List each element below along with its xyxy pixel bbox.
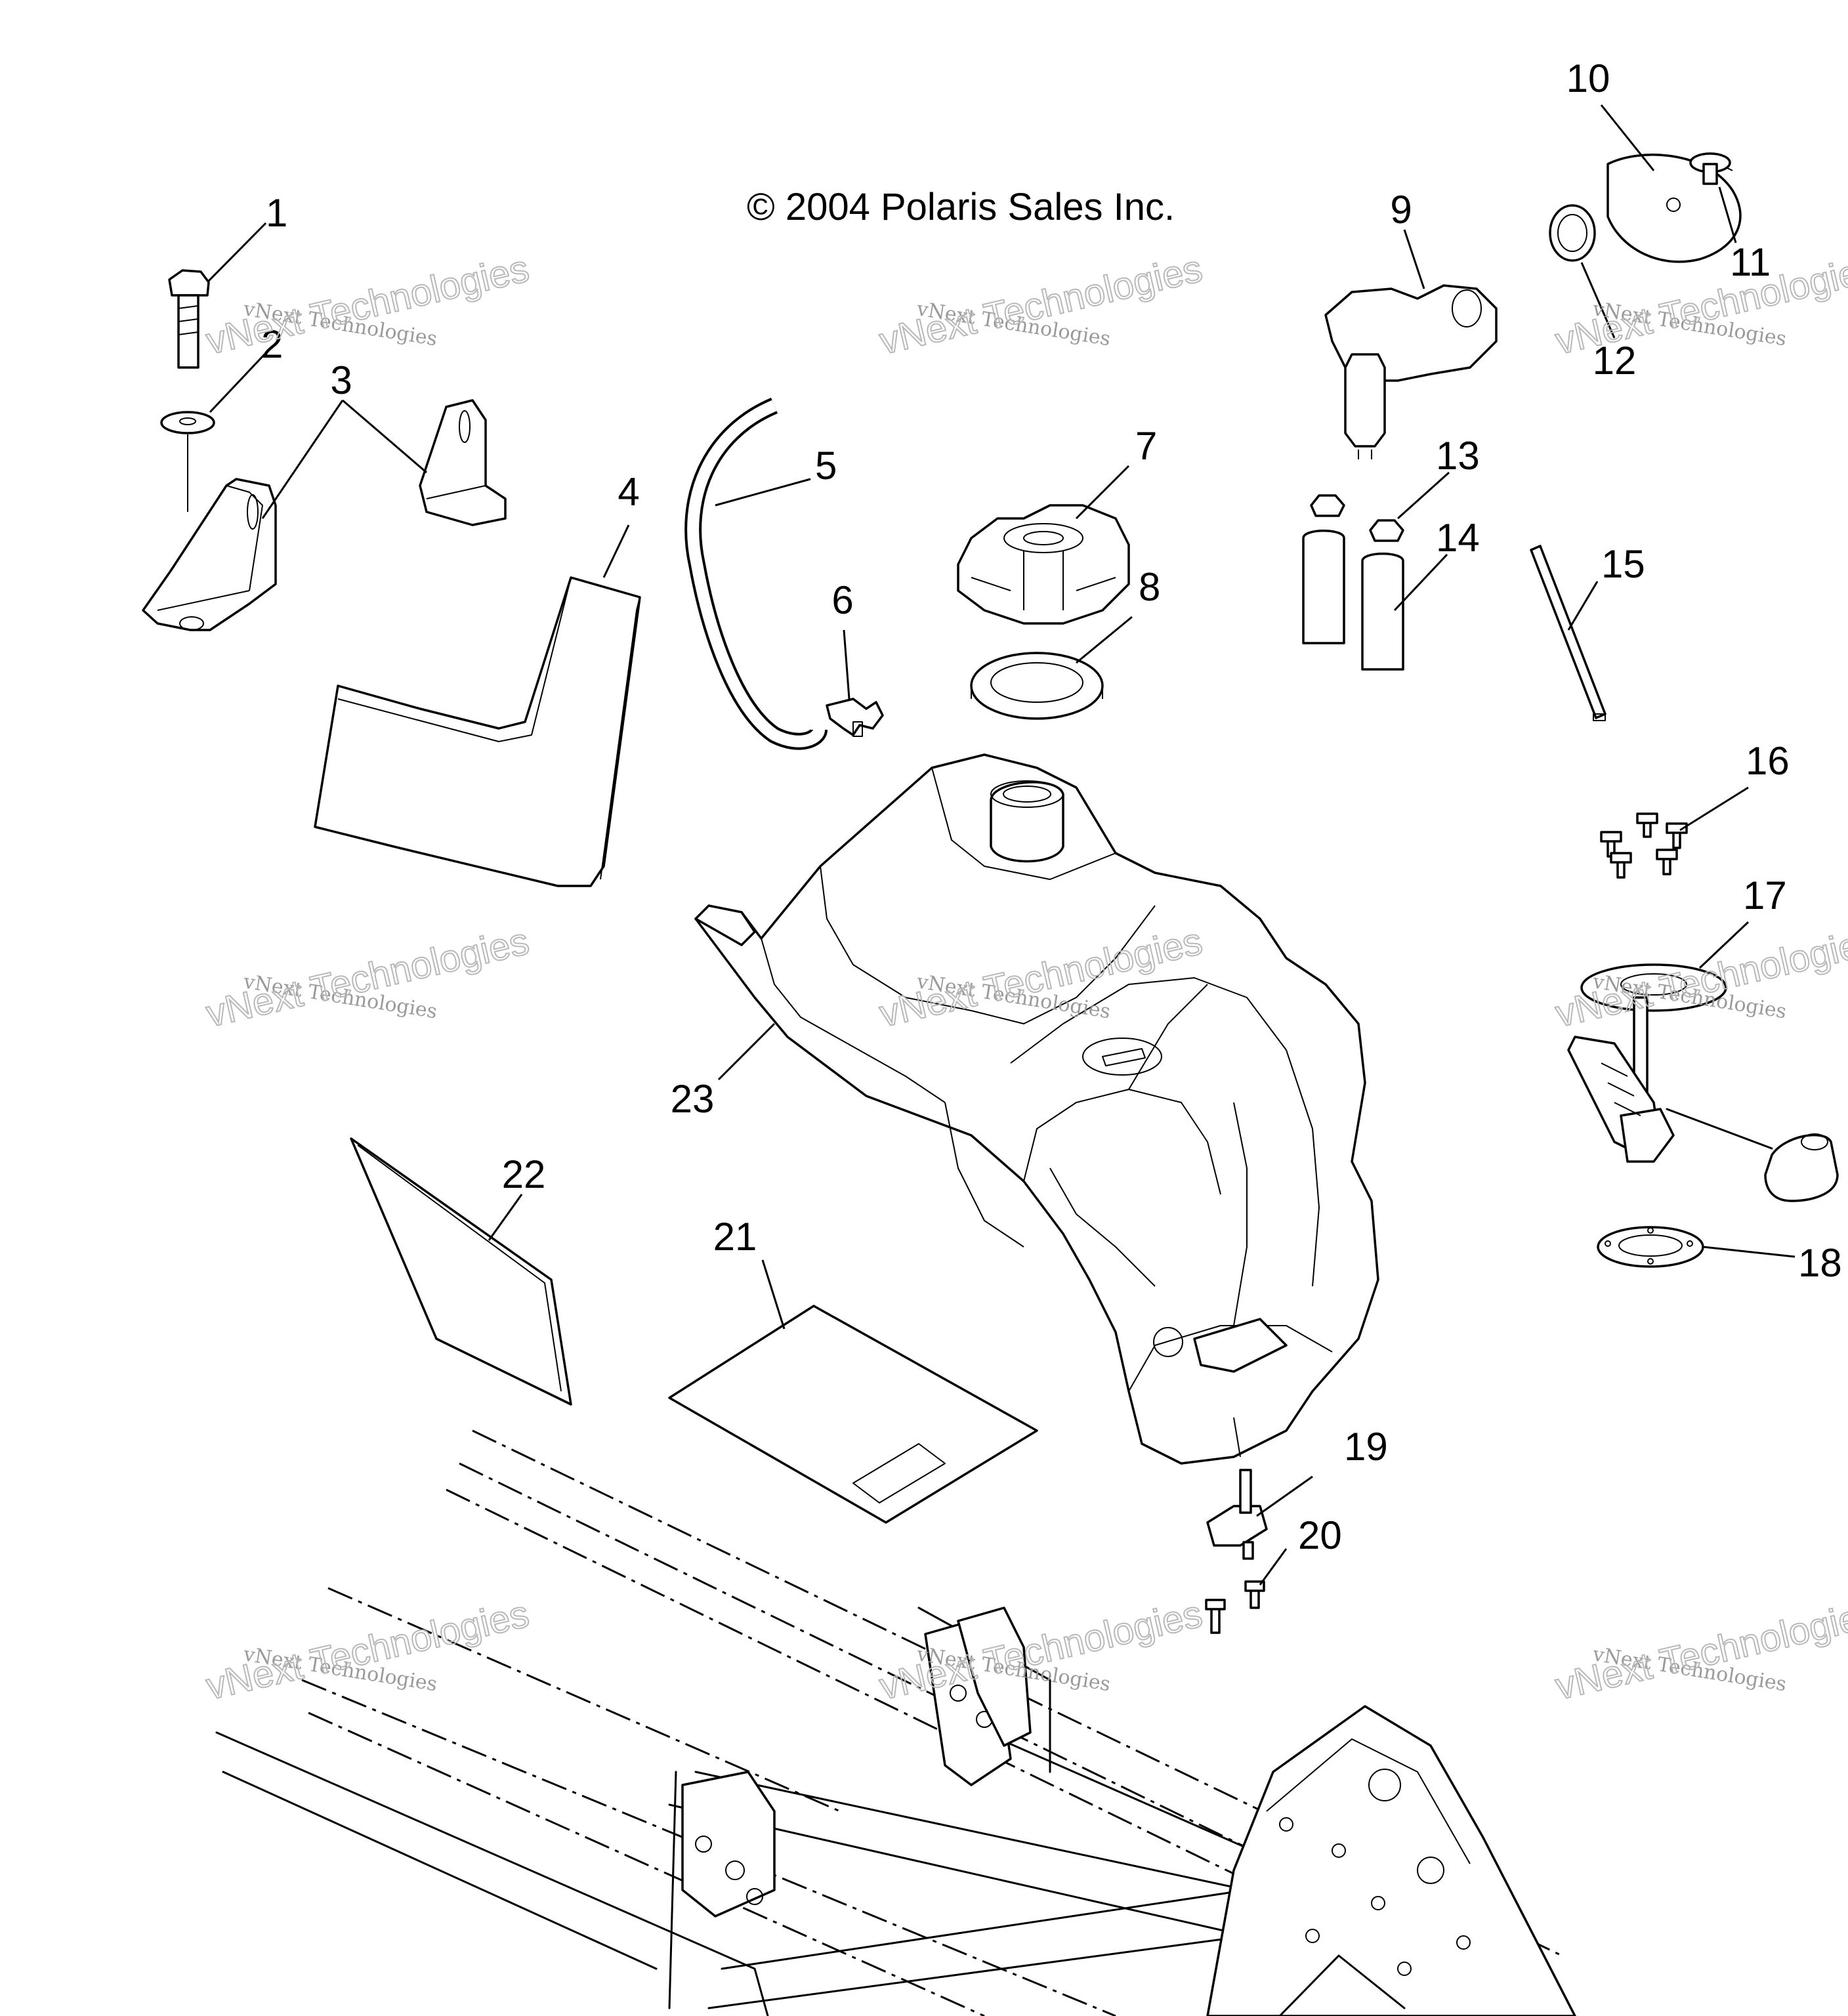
callout-5: 5 bbox=[815, 444, 837, 488]
part-5-hose bbox=[684, 398, 828, 750]
part-1-bolt bbox=[168, 269, 210, 369]
leader-lines bbox=[207, 104, 1796, 1586]
callout-20: 20 bbox=[1298, 1513, 1342, 1557]
callout-labels: 1 2 3 4 5 6 7 8 9 10 11 12 13 14 15 16 1… bbox=[261, 56, 1842, 1557]
part-2-washer bbox=[160, 411, 215, 512]
callout-13: 13 bbox=[1436, 434, 1480, 478]
callout-4: 4 bbox=[618, 470, 639, 514]
callout-23: 23 bbox=[671, 1077, 715, 1121]
callout-18: 18 bbox=[1798, 1241, 1842, 1285]
callout-1: 1 bbox=[266, 191, 287, 235]
part-11-screw bbox=[1689, 152, 1731, 185]
part-21-pad bbox=[668, 1305, 1038, 1524]
part-13-clamps bbox=[1310, 494, 1404, 542]
callout-8: 8 bbox=[1139, 565, 1160, 609]
callout-19: 19 bbox=[1344, 1425, 1388, 1469]
part-9-valve bbox=[1324, 284, 1498, 459]
part-7-fuel-cap bbox=[957, 504, 1130, 625]
callout-17: 17 bbox=[1743, 873, 1787, 917]
part-20-bolts bbox=[1205, 1580, 1265, 1634]
callout-16: 16 bbox=[1746, 739, 1790, 783]
callout-9: 9 bbox=[1390, 188, 1412, 232]
callout-2: 2 bbox=[261, 322, 283, 366]
part-23-fuel-tank bbox=[694, 753, 1379, 1465]
part-4-pad bbox=[314, 576, 641, 887]
part-22-pad bbox=[350, 1137, 572, 1406]
frame-structure bbox=[215, 1606, 1576, 2016]
callout-14: 14 bbox=[1436, 516, 1480, 560]
part-8-gasket bbox=[970, 652, 1104, 720]
part-3-brackets bbox=[142, 399, 507, 631]
callout-6: 6 bbox=[831, 578, 853, 622]
part-15-rod bbox=[1530, 545, 1606, 721]
callout-11: 11 bbox=[1730, 240, 1771, 284]
part-14-tubes bbox=[1302, 530, 1404, 671]
callout-10: 10 bbox=[1566, 56, 1610, 100]
part-18-seal bbox=[1597, 1226, 1704, 1268]
part-17-fuel-pump bbox=[1567, 963, 1839, 1202]
part-16-screws bbox=[1600, 812, 1688, 879]
callout-7: 7 bbox=[1135, 424, 1157, 468]
part-12-nut bbox=[1549, 204, 1596, 262]
callout-21: 21 bbox=[713, 1215, 757, 1259]
part-6-fitting bbox=[826, 698, 884, 737]
callout-3: 3 bbox=[330, 358, 352, 402]
callout-12: 12 bbox=[1593, 339, 1637, 383]
callout-15: 15 bbox=[1601, 542, 1645, 586]
copyright-notice: © 2004 Polaris Sales Inc. bbox=[747, 186, 1175, 228]
part-19-mount bbox=[1206, 1469, 1268, 1560]
callout-22: 22 bbox=[502, 1152, 546, 1196]
